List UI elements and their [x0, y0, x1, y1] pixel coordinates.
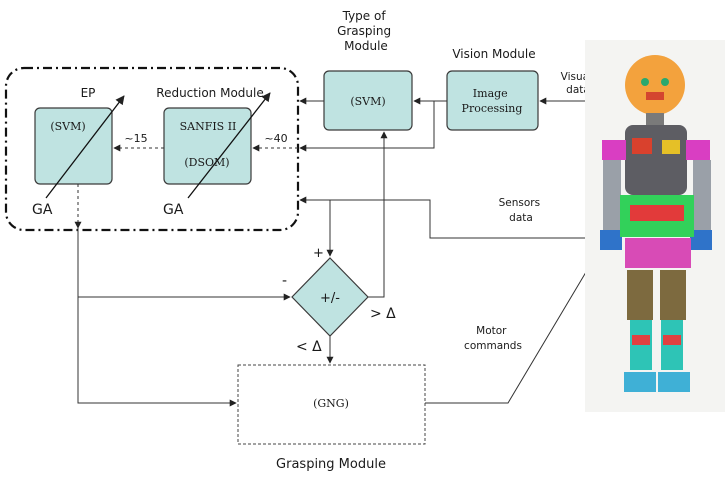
gng-box [237, 364, 426, 445]
motor-commands-label: Motor commands [464, 325, 522, 352]
approx-15-label: ~15 [124, 132, 147, 145]
minus-label: - [282, 273, 287, 289]
svm-type-label: (SVM) [350, 95, 385, 108]
ep-label: EP [81, 86, 96, 100]
ep-svm-box [34, 107, 113, 185]
svm-ep-label: (SVM) [50, 120, 85, 133]
plus-label: + [313, 246, 324, 261]
ga-arrow-sanfis [187, 92, 271, 199]
less-delta-label: < Δ [296, 339, 322, 355]
approx-40-label: ~40 [264, 132, 287, 145]
vision-module-label: Vision Module [452, 47, 535, 61]
type-of-grasping-label: Type of Grasping Module [337, 9, 395, 53]
humanoid-robot-illustration [585, 40, 725, 412]
greater-delta-label: > Δ [370, 306, 396, 322]
plus-minus-label: +/- [320, 291, 340, 306]
visual-data-label: Visual data [561, 71, 596, 96]
gng-label: (GNG) [313, 397, 349, 410]
reduction-module-label: Reduction Module [156, 86, 263, 100]
sensors-data-label: Sensors data [499, 197, 544, 224]
grasping-module-label: Grasping Module [276, 457, 386, 472]
image-processing-box [446, 70, 539, 131]
dsom-label: (DSOM) [184, 156, 229, 169]
reduction-container [4, 66, 300, 232]
ga-left-label: GA [32, 202, 53, 218]
sanfis-dsom-box [163, 107, 252, 185]
image-processing-label: Image Processing [462, 87, 523, 115]
sanfis-label: SANFIS II [180, 120, 237, 133]
ga-right-label: GA [163, 202, 184, 218]
ga-arrow-ep [45, 95, 125, 199]
